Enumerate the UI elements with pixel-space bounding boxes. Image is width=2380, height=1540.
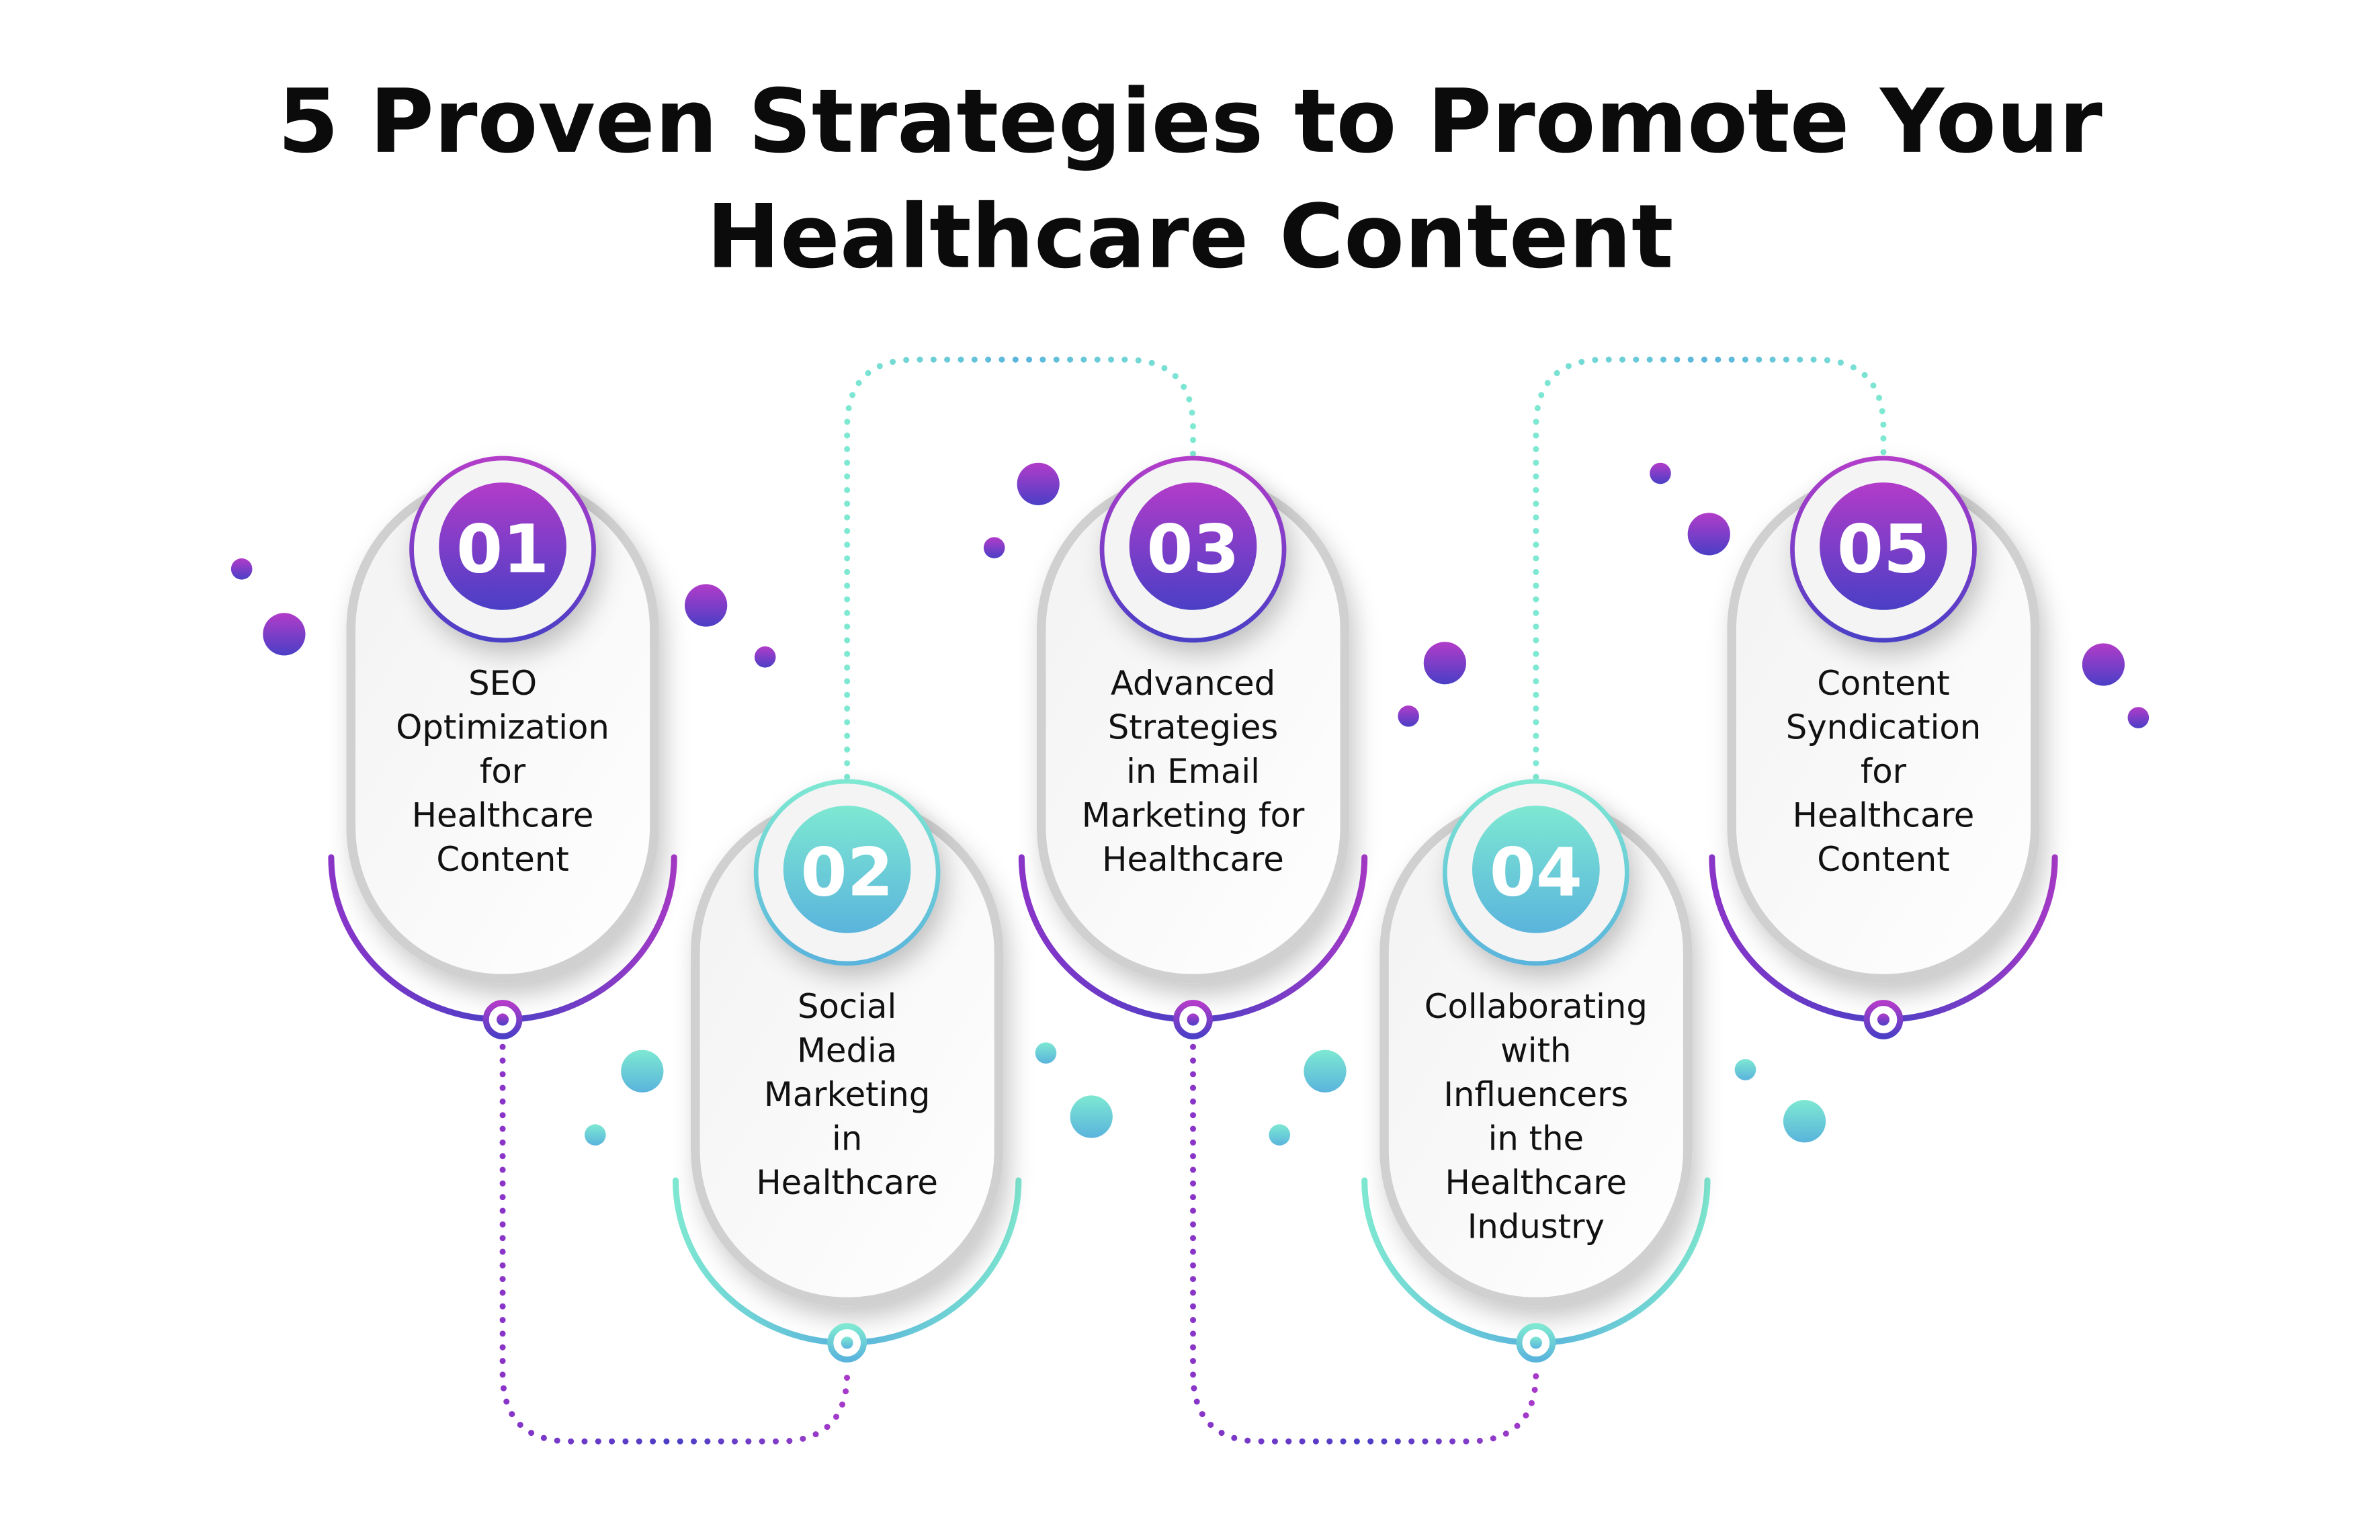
step-number: 01	[456, 511, 549, 588]
step-badge	[783, 806, 911, 933]
dot	[1070, 1095, 1113, 1138]
page-title-line-2: Healthcare Content	[706, 185, 1673, 288]
step-label-line: Content	[1817, 840, 1950, 879]
step-label-line: in Email	[1126, 752, 1260, 791]
dot	[263, 613, 306, 656]
page-title-line-1: 5 Proven Strategies to Promote Your	[278, 70, 2102, 173]
step-label-line: Industry	[1468, 1207, 1605, 1246]
dot	[1783, 1100, 1826, 1143]
step-badge	[439, 482, 566, 610]
step-label-line: Social	[798, 987, 896, 1026]
dot	[1269, 1124, 1291, 1146]
connector-01-02	[499, 1043, 851, 1445]
dot	[230, 558, 253, 580]
step-label-line: with	[1500, 1031, 1571, 1070]
step-label-line: Healthcare	[1102, 840, 1284, 879]
connectors	[499, 356, 1887, 1445]
connector-04-05	[1533, 356, 1887, 780]
dot	[685, 584, 728, 627]
step-number: 03	[1146, 511, 1239, 588]
dot	[621, 1050, 664, 1093]
dot	[1304, 1050, 1347, 1093]
connector-03-04	[1190, 1043, 1539, 1445]
step-label-line: in the	[1488, 1119, 1584, 1158]
step-number: 05	[1837, 511, 1930, 588]
decorative-dots	[230, 462, 2150, 1146]
dot	[1035, 1042, 1057, 1064]
step-label-line: for	[1861, 752, 1907, 791]
step-badge	[1820, 482, 1947, 610]
step-node-center	[841, 1336, 853, 1349]
step-badge	[1472, 806, 1600, 933]
step-label-line: Content	[436, 840, 569, 879]
step-label-line: for	[480, 752, 526, 791]
dot	[2127, 707, 2150, 728]
step-label-line: Content	[1817, 664, 1950, 703]
step-label-line: Advanced	[1111, 664, 1275, 703]
step-number: 04	[1490, 834, 1582, 911]
step-label-line: Optimization	[396, 708, 609, 747]
step-node-center	[1877, 1013, 1889, 1026]
step-label-line: Strategies	[1108, 708, 1279, 747]
step-node-center	[497, 1013, 509, 1026]
step-label-line: Healthcare	[1445, 1163, 1627, 1202]
dot	[1734, 1059, 1756, 1080]
dot	[1017, 462, 1060, 505]
dot	[754, 646, 776, 668]
step-label-line: in	[832, 1119, 862, 1158]
step-label-line: Media	[797, 1031, 897, 1070]
step-label-line: Healthcare	[756, 1163, 938, 1202]
dot	[1687, 513, 1730, 556]
step-badge	[1129, 482, 1257, 610]
dot	[1398, 705, 1419, 727]
dot	[1650, 462, 1671, 484]
step-label-line: SEO	[468, 664, 537, 703]
step-number: 02	[801, 834, 894, 911]
step-node-center	[1529, 1336, 1542, 1349]
step-node-center	[1187, 1013, 1199, 1026]
step-label-line: Healthcare	[412, 796, 594, 835]
step-label-line: Influencers	[1443, 1075, 1628, 1114]
step-label-line: Healthcare	[1793, 796, 1975, 835]
step-label-line: Collaborating	[1425, 987, 1648, 1026]
step-label-line: Marketing	[764, 1075, 930, 1114]
step-label-line: Syndication	[1786, 708, 1982, 747]
dot	[983, 537, 1005, 558]
step-label-line: Marketing for	[1082, 796, 1305, 835]
dot	[1423, 642, 1466, 685]
dot	[585, 1124, 606, 1146]
dot	[2082, 643, 2125, 686]
connector-02-03	[844, 356, 1197, 780]
